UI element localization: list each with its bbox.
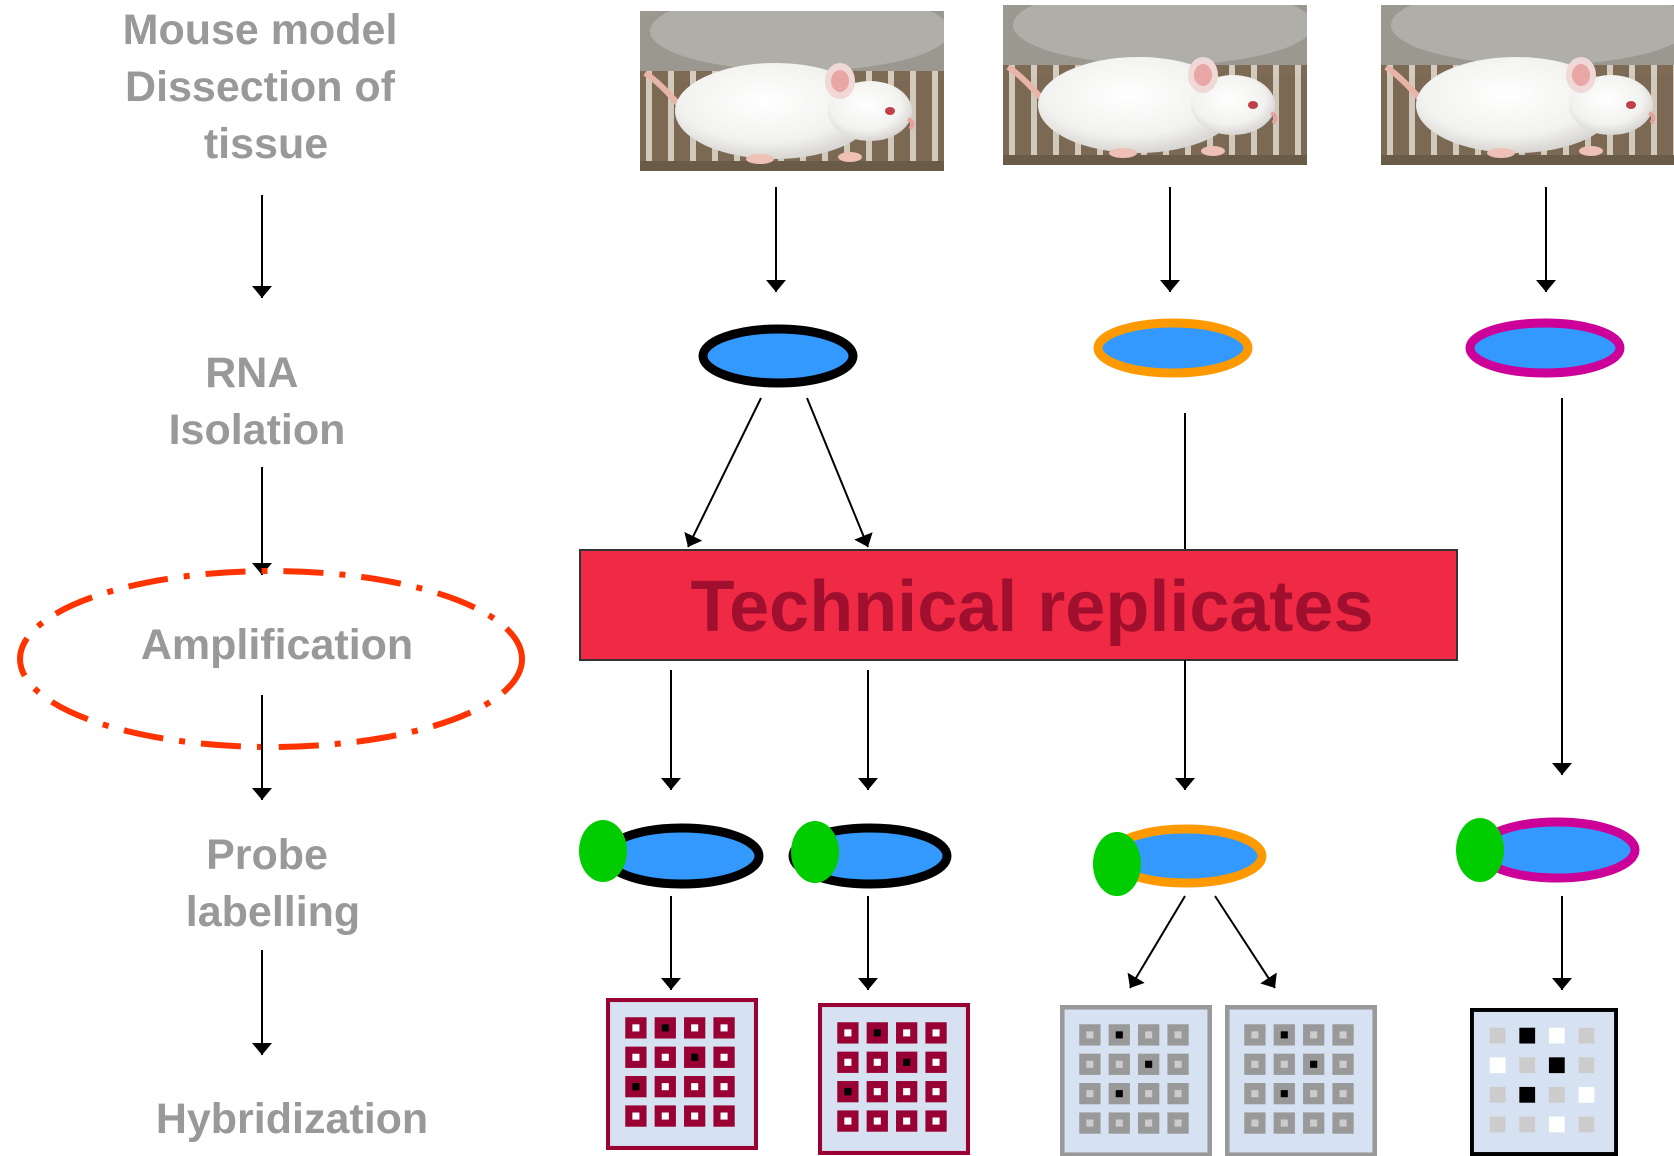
flow-arrow bbox=[684, 397, 762, 548]
mouse-photo-icon bbox=[1003, 0, 1313, 165]
mouse-photo-icon bbox=[640, 0, 950, 171]
amplification-highlight bbox=[17, 568, 525, 750]
step-labelling-label: Probe labelling bbox=[186, 831, 360, 936]
step-rna-label: RNA Isolation bbox=[169, 349, 346, 454]
microarray-icon bbox=[1470, 1008, 1618, 1156]
rna-sample-icon bbox=[698, 324, 858, 388]
labelled-probe-icon bbox=[1456, 817, 1640, 883]
technical-replicates-label: Technical replicates bbox=[691, 567, 1374, 647]
microarray-icon bbox=[820, 1005, 968, 1153]
labelled-probe-icon bbox=[579, 820, 764, 889]
technical-replicates-banner bbox=[579, 549, 1458, 661]
labelled-probe-icon bbox=[788, 821, 952, 889]
rna-sample-icon bbox=[1093, 318, 1253, 378]
mouse-photo-icon bbox=[1381, 0, 1674, 165]
microarray-icon bbox=[608, 1000, 756, 1148]
labelled-probe-icon bbox=[1093, 824, 1267, 896]
microarray-icon bbox=[1227, 1007, 1375, 1155]
flow-arrow bbox=[1127, 895, 1186, 989]
flow-arrow bbox=[806, 397, 873, 548]
flow-arrow bbox=[1214, 895, 1277, 989]
rna-sample-icon bbox=[1465, 318, 1625, 378]
step-hybridization-label: Hybridization bbox=[156, 1095, 428, 1143]
microarray-icon bbox=[1062, 1007, 1210, 1155]
step-amplification-label: Amplification bbox=[141, 621, 413, 669]
step-dissection-label: Mouse model Dissection of tissue bbox=[123, 6, 410, 168]
